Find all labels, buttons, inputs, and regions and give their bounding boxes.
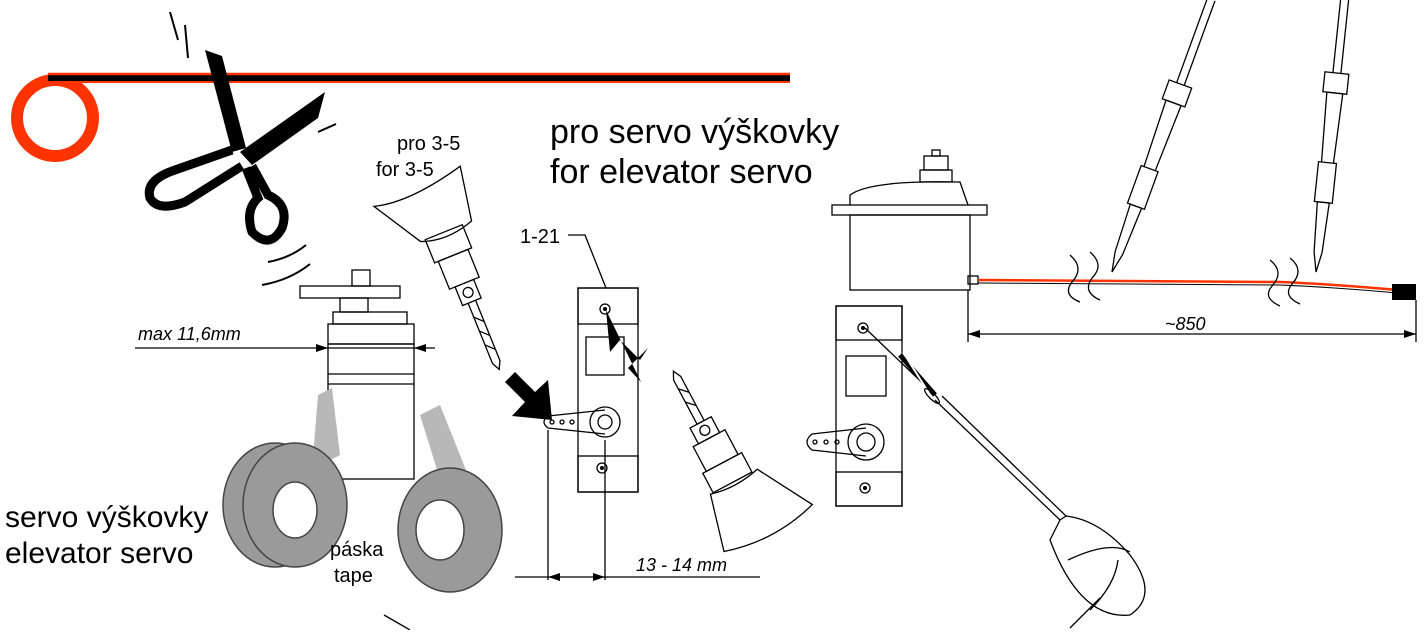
tape-roll-left xyxy=(222,388,348,568)
drill-size-label-cz: pro 3-5 xyxy=(397,133,460,155)
tape-label-en: tape xyxy=(334,565,373,587)
servo-cable-coil xyxy=(11,72,790,162)
max-width-label: max 11,6mm xyxy=(138,324,241,344)
drill-icon xyxy=(372,165,501,371)
drill-size-label-en: for 3-5 xyxy=(376,159,434,181)
cable-length-dimension: ~850 xyxy=(967,290,1417,342)
edge-line xyxy=(383,614,411,631)
drill-icon xyxy=(672,369,814,553)
soldering-iron-icon xyxy=(1313,0,1351,273)
arrow-icon xyxy=(505,310,648,420)
horn-distance-dimension: 13 - 14 mm xyxy=(515,430,760,581)
tape-roll-right xyxy=(397,405,503,593)
screwdriver-icon xyxy=(864,327,1146,629)
elevator-servo-label-cz: pro servo výškovky xyxy=(550,113,839,151)
horn-distance-label: 13 - 14 mm xyxy=(636,555,727,575)
soldering-iron-icon xyxy=(1111,0,1216,273)
servo-front-view xyxy=(299,269,415,480)
cable-length-label: ~850 xyxy=(1165,314,1206,334)
max-width-dimension: max 11,6mm xyxy=(135,324,435,352)
part-number-label: 1-21 xyxy=(520,226,560,248)
servo-side-view xyxy=(831,149,988,291)
servo-mount-plate-right xyxy=(806,305,903,507)
extension-cable xyxy=(977,251,1416,307)
servo-caption-en: elevator servo xyxy=(5,537,193,570)
scissors-icon xyxy=(144,11,337,286)
part-number-leader: 1-21 xyxy=(520,226,607,289)
elevator-servo-label-en: for elevator servo xyxy=(550,153,813,191)
servo-caption-cz: servo výškovky xyxy=(5,501,208,534)
servo-mount-plate xyxy=(543,287,639,493)
tape-label-cz: páska xyxy=(330,539,384,561)
